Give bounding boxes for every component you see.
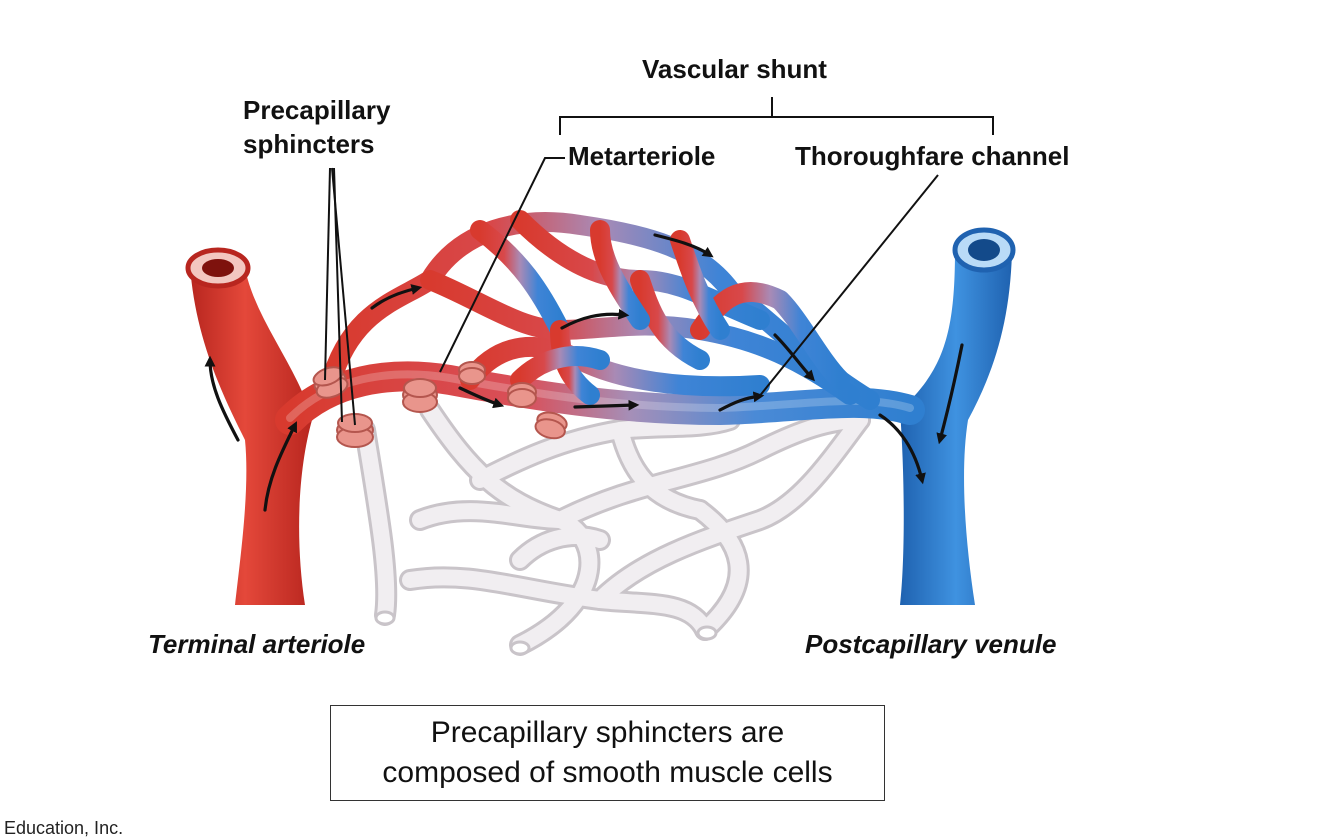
sphincter-3 (402, 378, 438, 413)
precapillary-leader-3 (333, 167, 343, 423)
caption-line-2: composed of smooth muscle cells (382, 756, 833, 789)
precapillary-leader-1 (324, 167, 331, 381)
sphincter-2 (336, 413, 374, 448)
postcapillary-venule-label: Postcapillary venule (805, 629, 1057, 659)
flow-arrows (204, 233, 964, 512)
caption-line-1: Precapillary sphincters are (430, 716, 785, 750)
vascular-shunt-label: Vascular shunt (642, 54, 827, 84)
thoroughfare-leader (757, 174, 939, 399)
thoroughfare-channel-label: Thoroughfare channel (795, 141, 1070, 171)
metarteriole-leader (439, 157, 565, 373)
copyright-text: Education, Inc. (4, 818, 124, 838)
sphincter-4 (458, 361, 486, 385)
sphincter-6 (534, 411, 568, 440)
sphincter-1 (312, 366, 349, 399)
caption-box: Precapillary sphincters are composed of … (330, 705, 885, 801)
leader-lines (324, 97, 994, 426)
terminal-arteriole-label: Terminal arteriole (148, 629, 366, 659)
precapillary-sphincters-label-line2: sphincters (243, 129, 375, 159)
vascular-shunt-bracket (559, 97, 994, 135)
metarteriole-label: Metarteriole (568, 141, 716, 171)
precapillary-sphincters-label-line1: Precapillary (243, 95, 391, 125)
precapillary-sphincters (312, 361, 568, 448)
metarteriole-thoroughfare-vessel (275, 361, 925, 435)
open-capillary-network (320, 210, 880, 410)
closed-capillary-network (354, 399, 871, 656)
terminal-arteriole-vessel (185, 247, 312, 605)
sphincter-5 (507, 382, 537, 408)
postcapillary-venule-vessel (900, 227, 1016, 605)
